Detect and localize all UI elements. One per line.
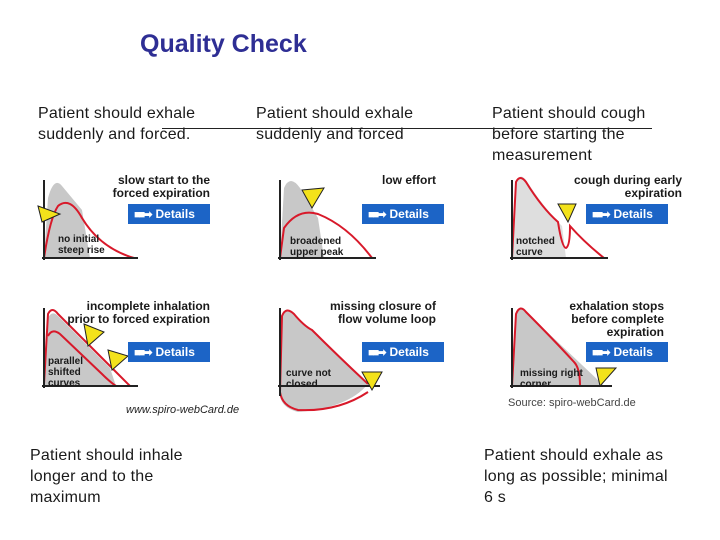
arrow-right-icon: ■■➡ <box>592 208 609 221</box>
panel-cough: cough during early expiration ■■➡ Detail… <box>504 168 714 273</box>
panel-inner-label: missing right corner <box>520 368 590 390</box>
details-button[interactable]: ■■➡ Details <box>128 342 210 362</box>
arrow-right-icon: ■■➡ <box>368 208 385 221</box>
panel-missing-closure: missing closure of flow volume loop ■■➡ … <box>268 296 478 401</box>
panel-slow-start: slow start to the forced expiration ■■➡ … <box>30 168 240 273</box>
panel-caption: missing closure of flow volume loop <box>306 300 436 326</box>
details-button[interactable]: ■■➡ Details <box>362 204 444 224</box>
panel-caption: cough during early expiration <box>552 174 682 200</box>
note-exhale-long: Patient should exhale as long as possibl… <box>484 445 674 508</box>
note-cough: Patient should cough before starting the… <box>492 103 682 166</box>
details-label: Details <box>156 207 195 221</box>
marker-triangle <box>108 350 128 370</box>
panel-caption: incomplete inhalation prior to forced ex… <box>60 300 210 326</box>
marker-triangle <box>84 324 104 346</box>
panel-caption: exhalation stops before complete expirat… <box>544 300 664 339</box>
details-label: Details <box>390 207 429 221</box>
panel-low-effort: low effort ■■➡ Details broadened upper p… <box>268 168 478 273</box>
marker-triangle <box>596 368 616 386</box>
details-label: Details <box>614 345 653 359</box>
arrow-right-icon: ■■➡ <box>134 346 151 359</box>
panel-exhalation-stops: exhalation stops before complete expirat… <box>504 296 714 401</box>
page-title: Quality Check <box>140 30 307 59</box>
details-label: Details <box>614 207 653 221</box>
arrow-right-icon: ■■➡ <box>368 346 385 359</box>
source-text: Source: spiro-webCard.de <box>508 397 636 409</box>
details-button[interactable]: ■■➡ Details <box>586 204 668 224</box>
note-exhale-sudden-2: Patient should exhale suddenly and force… <box>256 103 446 145</box>
arrow-right-icon: ■■➡ <box>134 208 151 221</box>
panel-incomplete-inhalation: incomplete inhalation prior to forced ex… <box>30 296 240 401</box>
details-button[interactable]: ■■➡ Details <box>128 204 210 224</box>
panel-caption: low effort <box>326 174 436 187</box>
panel-inner-label: broadened upper peak <box>290 236 350 258</box>
panel-inner-label: parallel shifted curves <box>48 356 88 389</box>
credit-text: www.spiro-webCard.de <box>126 404 239 416</box>
details-button[interactable]: ■■➡ Details <box>362 342 444 362</box>
details-button[interactable]: ■■➡ Details <box>586 342 668 362</box>
panel-inner-label: notched curve <box>516 236 566 258</box>
note-exhale-sudden-1: Patient should exhale suddenly and force… <box>38 103 198 145</box>
note-inhale: Patient should inhale longer and to the … <box>30 445 220 508</box>
panel-inner-label: curve not closed <box>286 368 346 390</box>
details-label: Details <box>390 345 429 359</box>
marker-triangle <box>558 204 576 222</box>
divider-line <box>162 128 652 129</box>
panel-inner-label: no initial steep rise <box>58 234 108 256</box>
panel-caption: slow start to the forced expiration <box>100 174 210 200</box>
details-label: Details <box>156 345 195 359</box>
arrow-right-icon: ■■➡ <box>592 346 609 359</box>
